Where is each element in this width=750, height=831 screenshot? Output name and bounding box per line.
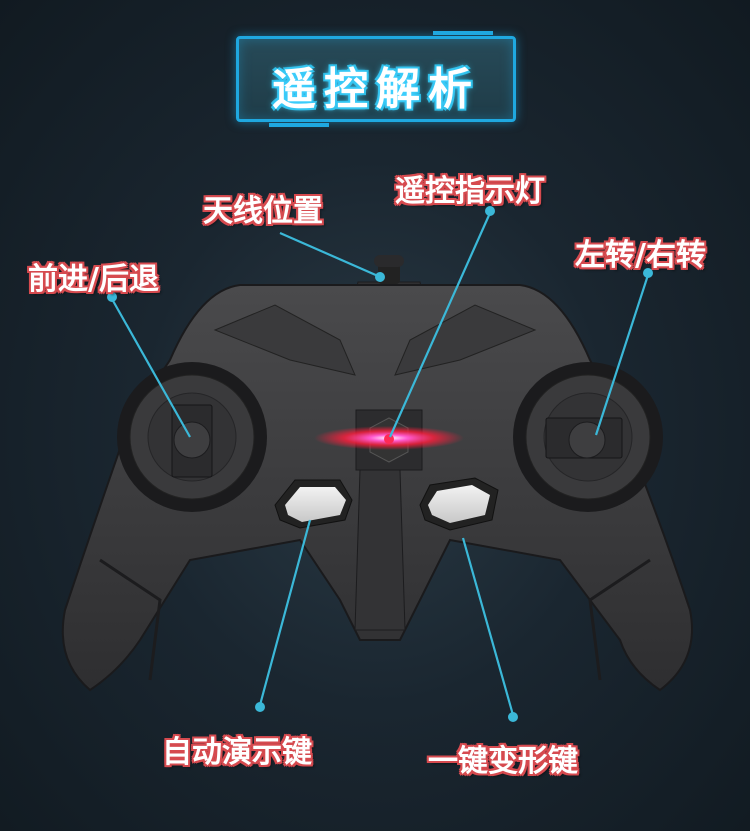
indicator-light <box>314 409 464 471</box>
auto-demo-button[interactable] <box>274 479 353 529</box>
right-stick[interactable] <box>513 362 663 512</box>
left-stick[interactable] <box>117 362 267 512</box>
label-antenna: 天线位置 <box>203 194 323 229</box>
label-one-key-transform: 一键变形键 <box>428 744 578 779</box>
label-indicator: 遥控指示灯 <box>395 174 545 209</box>
label-left-right: 左转/右转 <box>575 238 706 273</box>
label-auto-demo: 自动演示键 <box>162 735 312 770</box>
title-frame: 遥控解析 <box>236 31 516 127</box>
transform-button[interactable] <box>419 477 499 531</box>
label-forward-back: 前进/后退 <box>28 262 159 297</box>
page-title: 遥控解析 <box>272 64 480 115</box>
pointer-lines <box>107 206 653 722</box>
